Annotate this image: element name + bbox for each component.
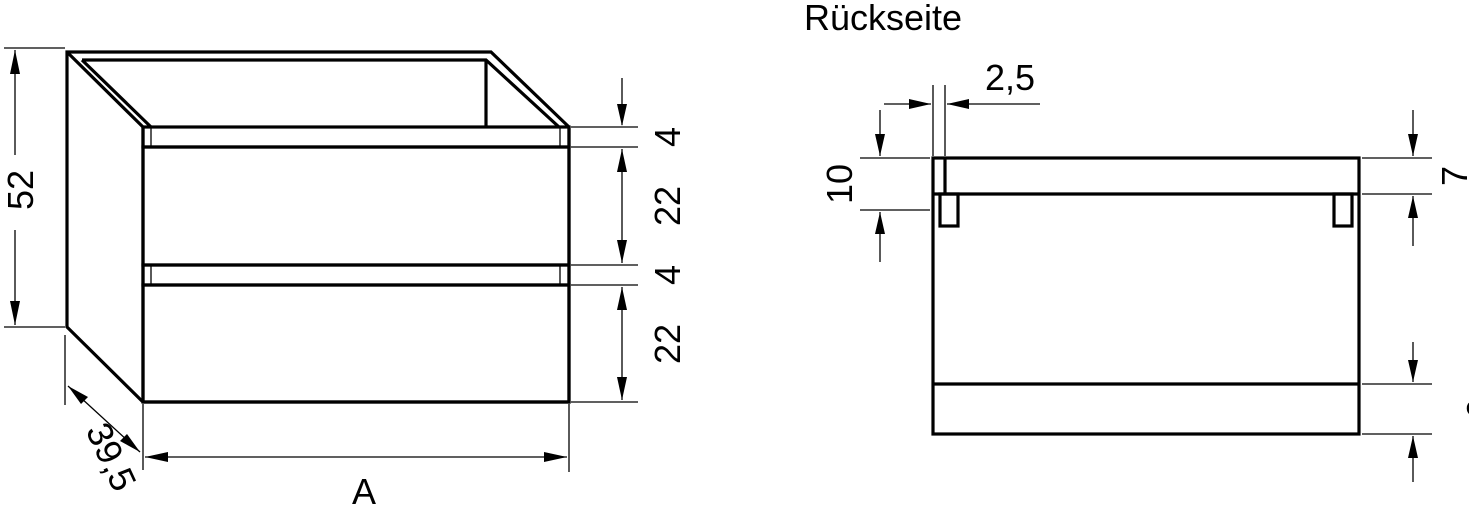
dim-offset: 2,5 — [884, 57, 1040, 156]
cabinet-side-diagonal — [65, 50, 145, 129]
dim-height-label: 52 — [0, 170, 41, 210]
dim-left-height-label: 10 — [819, 164, 860, 204]
top-rail — [141, 125, 571, 149]
dim-top-band: 7 — [1362, 110, 1469, 246]
lower-drawer-front — [141, 283, 571, 404]
middle-rail — [141, 263, 571, 287]
dim-rail-top-label: 4 — [647, 127, 688, 147]
dim-front-right-chain: 4 22 4 22 — [571, 78, 688, 403]
dim-offset-label: 2,5 — [985, 57, 1035, 98]
dim-depth-label: 39,5 — [78, 416, 145, 497]
back-left-foot — [938, 192, 960, 228]
dim-width: A — [145, 404, 570, 510]
dim-bottom-band-label: 9 — [1459, 399, 1469, 419]
cabinet-inner-side-diagonal — [80, 58, 153, 129]
back-view-panel — [931, 156, 1361, 436]
back-panel-outline — [931, 156, 1361, 436]
dim-top-band-label: 7 — [1434, 166, 1469, 186]
dim-rail-middle-label: 4 — [647, 265, 688, 285]
dim-height-52: 52 — [0, 47, 65, 328]
back-view-title: Rückseite — [804, 0, 962, 38]
front-view-cabinet — [65, 50, 571, 404]
dim-bottom-band: 9 — [1362, 342, 1469, 482]
dim-depth: 39,5 — [64, 335, 145, 497]
dim-width-label: A — [352, 471, 376, 510]
dim-drawer-bottom-label: 22 — [647, 324, 688, 364]
dim-drawer-top-label: 22 — [647, 186, 688, 226]
dim-left-height: 10 — [819, 110, 930, 262]
back-right-foot — [1332, 192, 1354, 228]
upper-drawer-front — [141, 145, 571, 267]
